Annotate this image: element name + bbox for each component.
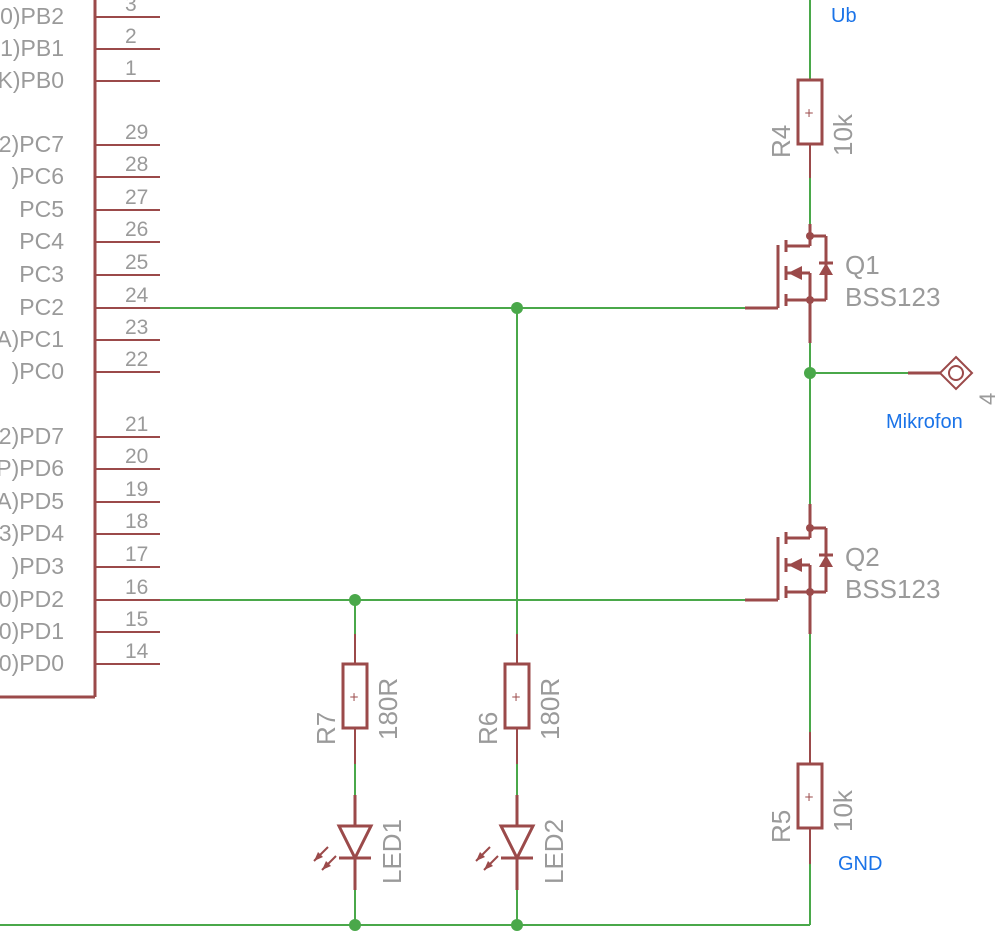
pin-number-22: 22 [125, 348, 148, 371]
pin-label-pc7: 2)PC7 [0, 131, 64, 157]
resistor-plus-mark: + [804, 106, 814, 120]
led2-light-arrow [484, 861, 493, 870]
pin-number-19: 19 [125, 478, 148, 501]
resistor-plus-mark: + [804, 790, 814, 804]
led2-light-arrow [476, 852, 485, 861]
pin-label-pd7: 2)PD7 [0, 423, 64, 449]
r6-value: 180R [535, 678, 565, 740]
pin-label-pc5: PC5 [19, 196, 64, 222]
q2-name: Q2 [845, 542, 880, 572]
pin-label-pd6: P)PD6 [0, 455, 64, 481]
pin-label-pb2: 0)PB2 [0, 3, 64, 29]
pin-label-pb0: K)PB0 [0, 67, 64, 93]
r5-value: 10k [828, 789, 858, 832]
mic-pin-number: 4 [975, 393, 1000, 405]
q1-value: BSS123 [845, 282, 940, 312]
net-label-mikrofon: Mikrofon [886, 411, 963, 433]
r7-name: R7 [311, 712, 341, 745]
r4-value: 10k [828, 113, 858, 156]
q2-diode [819, 555, 833, 567]
junctions [349, 302, 816, 931]
pin-label-pd2: 0)PD2 [0, 586, 64, 612]
pin-number-14: 14 [125, 640, 149, 663]
junction-pc2 [511, 302, 523, 314]
pin-label-pc4: PC4 [19, 228, 64, 254]
led-led1[interactable] [313, 795, 374, 890]
pin-number-25: 25 [125, 251, 148, 274]
pin-number-20: 20 [125, 445, 148, 468]
pin-label-pc1: A)PC1 [0, 326, 64, 352]
pin-number-16: 16 [125, 576, 148, 599]
pin-number-2: 2 [125, 25, 137, 48]
resistor-r7[interactable]: + [341, 634, 369, 764]
mic-connector[interactable] [908, 355, 974, 391]
pin-label-pd4: 3)PD4 [0, 520, 64, 546]
pin-number-1: 1 [125, 57, 137, 80]
resistor-r5[interactable]: + [796, 732, 824, 864]
pin-number-27: 27 [125, 186, 148, 209]
pin-label-pb1: 1)PB1 [0, 35, 64, 61]
pin-number-18: 18 [125, 510, 148, 533]
q1-name: Q1 [845, 250, 880, 280]
pin-label-pc6: )PC6 [12, 163, 64, 189]
q2-value: BSS123 [845, 574, 940, 604]
pin-label-pd3: )PD3 [12, 553, 64, 579]
mosfet-q2[interactable] [745, 504, 833, 634]
pin-number-15: 15 [125, 608, 148, 631]
pin-number-24: 24 [125, 284, 149, 307]
r6-name: R6 [473, 712, 503, 745]
net-label-ub: Ub [831, 5, 857, 27]
pin-label-pc3: PC3 [19, 261, 64, 287]
q1-arrow [788, 266, 802, 280]
pin-label-pc2: PC2 [19, 294, 64, 320]
led1-light-arrow [314, 852, 323, 861]
junction-mic [804, 367, 816, 379]
pin-number-23: 23 [125, 316, 148, 339]
resistor-plus-mark: + [511, 690, 521, 704]
resistor-r6[interactable]: + [503, 634, 531, 764]
resistor-r4[interactable]: + [796, 78, 824, 178]
r4-name: R4 [766, 125, 796, 158]
pin-number-26: 26 [125, 218, 148, 241]
resistor-plus-mark: + [349, 690, 359, 704]
net-label-gnd: GND [838, 853, 882, 875]
pin-label-pd0: 0)PD0 [0, 650, 64, 676]
pin-number-28: 28 [125, 153, 148, 176]
q1-diode [819, 263, 833, 275]
led1-light-arrow [322, 861, 331, 870]
led1-name: LED1 [377, 819, 407, 884]
r7-value: 180R [373, 678, 403, 740]
pin-number-21: 21 [125, 413, 148, 436]
pin-label-pc0: )PC0 [12, 358, 64, 384]
pin-label-pd5: A)PD5 [0, 488, 64, 514]
mosfet-q1[interactable] [745, 224, 833, 343]
pin-number-17: 17 [125, 543, 148, 566]
led2-name: LED2 [539, 819, 569, 884]
pin-label-pd1: 0)PD1 [0, 618, 64, 644]
led-led2[interactable] [475, 795, 536, 890]
mcu-pin-lines [95, 16, 160, 665]
r5-name: R5 [766, 810, 796, 843]
pin-number-29: 29 [125, 121, 148, 144]
q2-arrow [788, 558, 802, 572]
pin-number-3: 3 [125, 0, 137, 16]
junction-pd2 [349, 594, 361, 606]
